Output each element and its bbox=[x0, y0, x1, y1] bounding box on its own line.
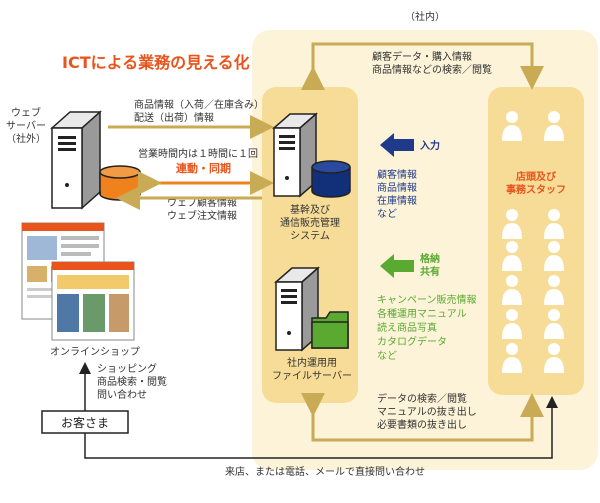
person-icon bbox=[502, 209, 522, 239]
customer-label: お客さま bbox=[61, 415, 109, 430]
core-system-label-3: システム bbox=[290, 230, 330, 242]
store-item-5: など bbox=[377, 350, 397, 362]
person-icon bbox=[544, 241, 564, 271]
web-database-icon bbox=[99, 165, 141, 201]
top-flow-line-2: 商品情報などの検索／閲覧 bbox=[372, 63, 492, 76]
person-icon bbox=[544, 209, 564, 239]
company-label: （社内） bbox=[405, 10, 445, 23]
top-flow-arrow bbox=[301, 42, 544, 90]
person-icon bbox=[544, 309, 564, 339]
web-server-label-2: サーバー bbox=[6, 120, 46, 132]
direct-contact-arrow bbox=[84, 396, 558, 459]
person-icon bbox=[544, 275, 564, 305]
file-server-label-2: ファイルサーバー bbox=[272, 370, 352, 382]
staff-column bbox=[488, 87, 584, 395]
flow-to-core-line-2: 配送（出荷）情報 bbox=[134, 111, 214, 124]
staff-label-2: 事務スタッフ bbox=[506, 183, 566, 196]
diagram-title: ICTによる業務の見える化 bbox=[62, 53, 250, 72]
input-item-4: など bbox=[377, 208, 397, 220]
sync-note: 営業時間内は１時間に１回 bbox=[138, 147, 258, 160]
input-item-2: 商品情報 bbox=[377, 181, 417, 194]
store-arrow-icon bbox=[380, 254, 414, 278]
online-shop-label: オンラインショップ bbox=[50, 346, 140, 358]
customer-flow-line-2: 商品検索・閲覧 bbox=[97, 375, 167, 388]
person-icon bbox=[502, 111, 522, 141]
bottom-flow-arrow bbox=[301, 393, 544, 442]
core-database-icon bbox=[311, 160, 351, 198]
flow-from-web-line-2: ウェブ注文情報 bbox=[167, 209, 237, 222]
online-shop-pages bbox=[21, 222, 135, 341]
input-item-1: 顧客情報 bbox=[377, 168, 417, 181]
bottom-flow-line-3: 必要書類の抜き出し bbox=[377, 418, 467, 431]
folder-icon bbox=[311, 311, 349, 349]
flow-to-core-line-1: 商品情報（入荷／在庫含み） bbox=[134, 98, 264, 111]
staff-people bbox=[502, 111, 564, 373]
input-item-3: 在庫情報 bbox=[377, 194, 417, 207]
web-server-icon bbox=[50, 110, 102, 210]
person-icon bbox=[544, 111, 564, 141]
web-server-label-1: ウェブ bbox=[11, 106, 41, 119]
bottom-flow-line-2: マニュアルの抜き出し bbox=[377, 405, 477, 418]
core-system-label-2: 通信販売管理 bbox=[280, 216, 340, 229]
person-icon bbox=[502, 275, 522, 305]
web-server-label-3: （社外） bbox=[6, 132, 46, 145]
core-system-label-1: 基幹及び bbox=[290, 203, 330, 216]
person-icon bbox=[544, 343, 564, 373]
store-item-4: カタログデータ bbox=[377, 335, 447, 348]
store-item-3: 読え商品写真 bbox=[377, 321, 437, 334]
person-icon bbox=[502, 309, 522, 339]
core-server-icon bbox=[272, 112, 318, 198]
store-label-1: 格納 bbox=[420, 252, 440, 265]
file-server-label-1: 社内運用用 bbox=[287, 356, 337, 369]
input-label: 入力 bbox=[420, 139, 440, 152]
top-flow-line-1: 顧客データ・購入情報 bbox=[372, 50, 472, 63]
customer-flow-line-3: 問い合わせ bbox=[97, 388, 147, 401]
person-icon bbox=[502, 241, 522, 271]
sync-label: 連動・同期 bbox=[176, 161, 231, 175]
input-arrow-icon bbox=[380, 133, 414, 157]
bottom-flow-line-1: データの検索／閲覧 bbox=[377, 392, 467, 405]
person-icon bbox=[502, 343, 522, 373]
staff-label-1: 店頭及び bbox=[516, 170, 556, 183]
store-item-1: キャンペーン販売情報 bbox=[377, 293, 477, 306]
direct-contact-label: 来店、または電話、メールで直接問い合わせ bbox=[225, 465, 425, 478]
customer-flow-line-1: ショッピング bbox=[97, 362, 157, 375]
store-label-2: 共有 bbox=[420, 265, 440, 278]
store-item-2: 各種運用マニュアル bbox=[377, 307, 467, 320]
